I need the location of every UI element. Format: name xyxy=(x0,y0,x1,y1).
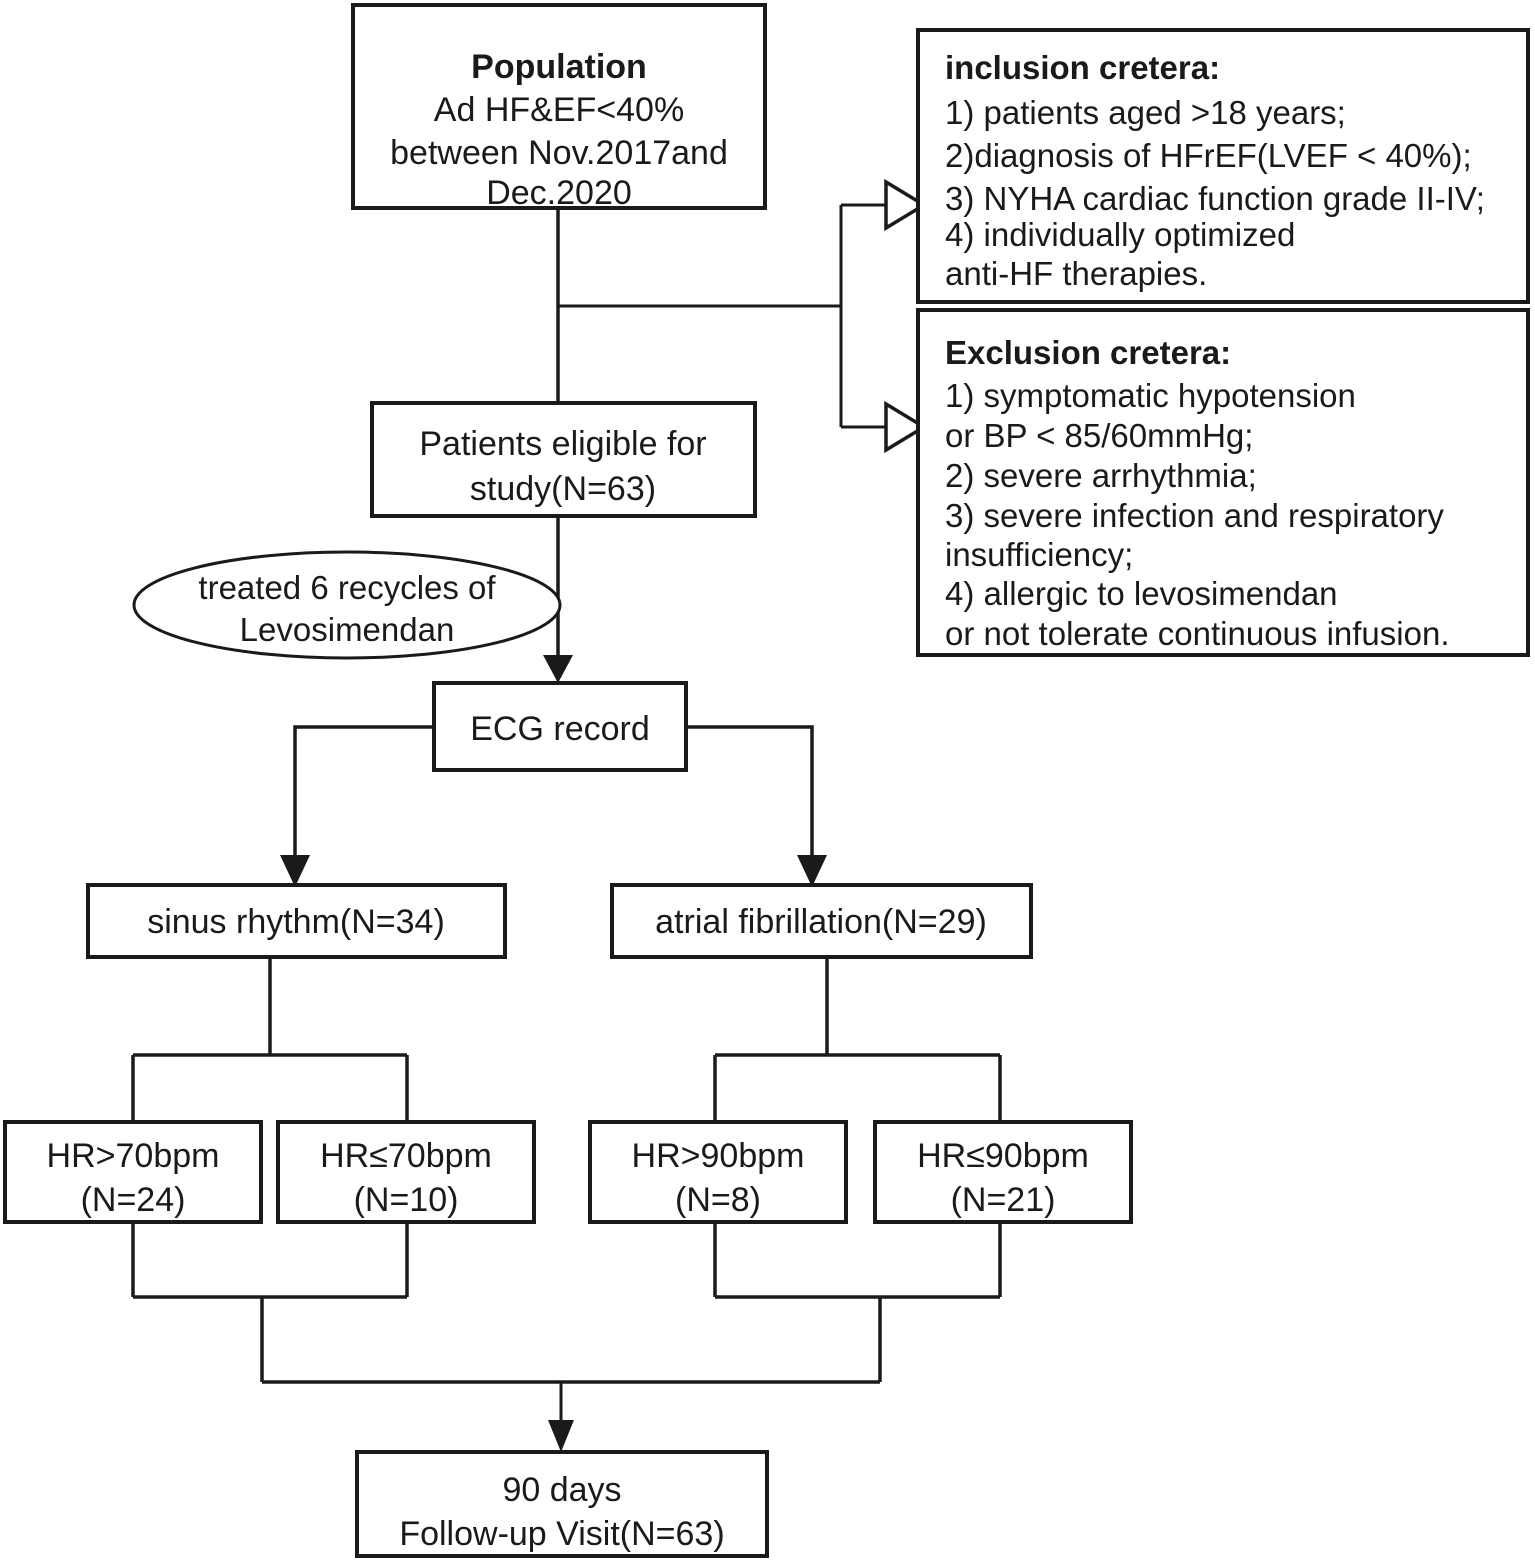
hr-le90-line-1: (N=21) xyxy=(951,1181,1056,1219)
node-hr-le-70[interactable]: HR≤70bpm (N=10) xyxy=(276,1120,536,1224)
inclusion-line-4: 4) individually optimized xyxy=(945,216,1295,253)
population-line-3: Dec.2020 xyxy=(486,174,632,212)
connector-afib-merge xyxy=(713,1222,1002,1382)
sinus-line-0: sinus rhythm(N=34) xyxy=(147,903,445,941)
ecg-line-0: ECG record xyxy=(470,710,650,748)
hollow-arrow-exclusion xyxy=(884,400,928,454)
hr-gt70-line-0: HR>70bpm xyxy=(47,1137,220,1175)
followup-line-0: 90 days xyxy=(502,1471,621,1509)
eligible-line-0: Patients eligible for xyxy=(419,425,706,463)
hr-le90-line-0: HR≤90bpm xyxy=(917,1137,1089,1175)
exclusion-line-3: 2) severe arrhythmia; xyxy=(945,457,1257,494)
hr-gt90-line-0: HR>90bpm xyxy=(632,1137,805,1175)
hollow-arrow-inclusion xyxy=(884,178,928,232)
afib-line-0: atrial fibrillation(N=29) xyxy=(655,903,987,941)
node-atrial-fibrillation[interactable]: atrial fibrillation(N=29) xyxy=(610,883,1033,959)
inclusion-line-5: anti-HF therapies. xyxy=(945,255,1207,292)
connector-sinus-split xyxy=(131,957,409,1122)
inclusion-line-0: inclusion cretera: xyxy=(945,49,1220,86)
node-hr-le-90[interactable]: HR≤90bpm (N=21) xyxy=(873,1120,1133,1224)
population-line-1: Ad HF&EF<40% xyxy=(434,91,684,129)
connector-merge-to-followup xyxy=(262,1380,880,1452)
exclusion-line-2: or BP < 85/60mmHg; xyxy=(945,417,1253,454)
population-line-2: between Nov.2017and xyxy=(390,134,728,172)
node-sinus-rhythm[interactable]: sinus rhythm(N=34) xyxy=(86,883,507,959)
eligible-line-1: study(N=63) xyxy=(470,470,656,508)
arrow-merge-to-followup xyxy=(548,1420,574,1452)
node-inclusion-criteria[interactable]: inclusion cretera: 1) patients aged >18 … xyxy=(916,28,1530,304)
node-exclusion-criteria[interactable]: Exclusion cretera: 1) symptomatic hypote… xyxy=(916,308,1530,657)
node-population[interactable]: Population Ad HF&EF<40% between Nov.2017… xyxy=(351,3,767,212)
followup-line-1: Follow-up Visit(N=63) xyxy=(399,1515,724,1553)
node-ecg-record[interactable]: ECG record xyxy=(432,681,688,772)
connector-ecg-to-afib xyxy=(686,725,827,887)
inclusion-line-1: 1) patients aged >18 years; xyxy=(945,94,1346,131)
connector-eligible-to-ecg xyxy=(543,516,573,683)
arrow-eligible-to-ecg xyxy=(543,655,573,683)
node-patients-eligible[interactable]: Patients eligible for study(N=63) xyxy=(370,401,757,518)
node-hr-gt-90[interactable]: HR>90bpm (N=8) xyxy=(588,1120,848,1224)
hr-gt70-line-1: (N=24) xyxy=(81,1181,186,1219)
inclusion-line-3: 3) NYHA cardiac function grade II-IV; xyxy=(945,180,1485,217)
exclusion-line-4: 3) severe infection and respiratory xyxy=(945,497,1444,534)
exclusion-line-7: or not tolerate continuous infusion. xyxy=(945,615,1450,652)
node-hr-gt-70[interactable]: HR>70bpm (N=24) xyxy=(3,1120,263,1224)
exclusion-line-5: insufficiency; xyxy=(945,536,1133,573)
node-followup[interactable]: 90 days Follow-up Visit(N=63) xyxy=(355,1450,769,1558)
connector-trunk-to-criteria xyxy=(558,178,928,454)
hr-le70-line-0: HR≤70bpm xyxy=(320,1137,492,1175)
arrow-ecg-to-afib xyxy=(797,855,827,887)
treatment-line-1: Levosimendan xyxy=(240,611,455,648)
hr-gt90-line-1: (N=8) xyxy=(675,1181,761,1219)
node-treatment[interactable]: treated 6 recycles of Levosimendan xyxy=(132,550,562,660)
inclusion-line-2: 2)diagnosis of HFrEF(LVEF < 40%); xyxy=(945,137,1472,174)
population-line-0: Population xyxy=(471,48,647,86)
treatment-line-0: treated 6 recycles of xyxy=(198,569,496,606)
exclusion-line-1: 1) symptomatic hypotension xyxy=(945,377,1356,414)
exclusion-line-6: 4) allergic to levosimendan xyxy=(945,575,1338,612)
arrow-ecg-to-sinus xyxy=(280,855,310,887)
exclusion-line-0: Exclusion cretera: xyxy=(945,334,1231,371)
connector-sinus-merge xyxy=(131,1222,409,1382)
connector-afib-split xyxy=(713,957,1002,1122)
connector-ecg-to-sinus xyxy=(280,725,434,887)
hr-le70-line-1: (N=10) xyxy=(354,1181,459,1219)
